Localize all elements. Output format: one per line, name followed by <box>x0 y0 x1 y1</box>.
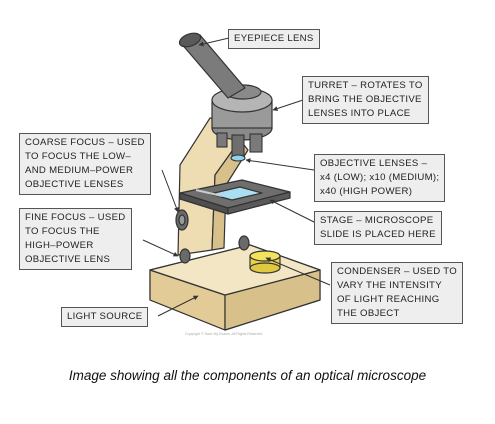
figure-caption: Image showing all the components of an o… <box>68 368 427 383</box>
label-light-source: LIGHT SOURCE <box>61 307 149 327</box>
copyright-note: Copyright © Save My Exams. All Rights Re… <box>185 332 263 336</box>
label-eyepiece-lens: EYEPIECE LENS <box>228 29 320 49</box>
label-turret: TURRET – ROTATES TO BRING THE OBJECTIVE … <box>302 76 429 124</box>
microscope-stage <box>179 179 291 215</box>
focus-knobs <box>175 209 250 264</box>
label-fine-focus: FINE FOCUS – USED TO FOCUS THE HIGH–POWE… <box>19 208 132 270</box>
microscope-head <box>211 84 273 141</box>
label-coarse-focus: COARSE FOCUS – USED TO FOCUS THE LOW– AN… <box>19 133 151 195</box>
objective-lenses <box>216 132 263 162</box>
microscope-base <box>149 244 321 331</box>
label-stage: STAGE – MICROSCOPE SLIDE IS PLACED HERE <box>314 211 442 245</box>
label-condenser: CONDENSER – USED TO VARY THE INTENSITY O… <box>331 262 463 324</box>
label-objective-lenses: OBJECTIVE LENSES – x4 (LOW); x10 (MEDIUM… <box>314 154 446 202</box>
leader-lines <box>142 37 331 317</box>
condenser <box>249 250 281 274</box>
eyepiece-tube <box>178 32 246 99</box>
